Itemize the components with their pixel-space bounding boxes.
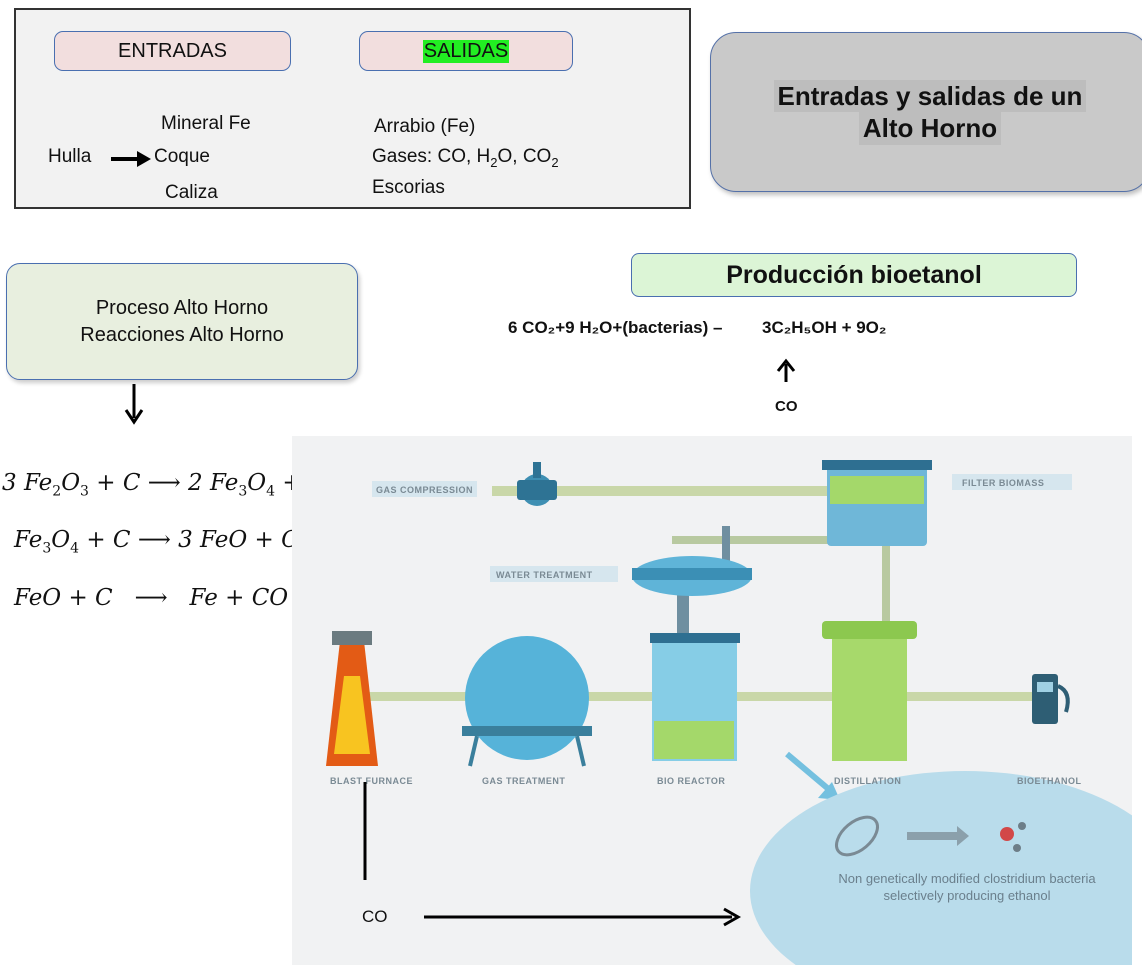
salidas-label: SALIDAS [422, 39, 510, 63]
process-line-2: Reacciones Alto Horno [80, 323, 284, 346]
bioetanol-title: Producción bioetanol [726, 260, 982, 289]
caption-distillation: DISTILLATION [834, 776, 902, 786]
inputs-outputs-panel: ENTRADAS SALIDAS Mineral Fe Hulla Coque … [14, 8, 691, 209]
bioethanol-process-illustration: BLAST FURNACE GAS TREATMENT BIO REACTOR … [292, 436, 1132, 965]
output-arrabio: Arrabio (Fe) [374, 116, 476, 137]
bioetanol-title-box: Producción bioetanol [631, 253, 1077, 297]
caption-filter-biomass: FILTER BIOMASS [962, 478, 1045, 488]
output-gases: Gases: CO, H2O, CO2 [372, 146, 559, 170]
right-arrow-icon [111, 151, 151, 167]
title-box: Entradas y salidas de un Alto Horno [710, 32, 1142, 192]
co-flow-line [363, 782, 367, 880]
input-hulla: Hulla [48, 146, 92, 167]
caption-bio-reactor: BIO REACTOR [657, 776, 726, 786]
bio-equation-left: 6 CO₂+9 H₂O+(bacterias) – [508, 318, 723, 337]
entradas-header: ENTRADAS [54, 31, 291, 71]
entradas-label: ENTRADAS [118, 39, 227, 62]
bacteria-icon [835, 815, 1026, 857]
co-label: CO [362, 907, 388, 926]
bacteria-description: Non genetically modified clostridium bac… [838, 871, 1096, 903]
caption-gas-compression: GAS COMPRESSION [376, 485, 474, 495]
output-escorias: Escorias [372, 177, 445, 198]
process-drawing [326, 460, 1072, 800]
caption-gas-treatment: GAS TREATMENT [482, 776, 566, 786]
input-caliza: Caliza [165, 182, 218, 203]
down-arrow-icon [124, 384, 144, 425]
caption-water-treatment: WATER TREATMENT [496, 570, 593, 580]
title-line-1: Entradas y salidas de un [773, 79, 1087, 112]
process-line-1: Proceso Alto Horno [95, 296, 269, 319]
reaction-3: FeO + C ⟶ Fe + CO [14, 585, 289, 611]
input-coque: Coque [154, 146, 210, 167]
caption-bioethanol: BIOETHANOL [1017, 776, 1082, 786]
title-line-2: Alto Horno [858, 112, 1002, 145]
bio-co-label: CO [775, 398, 798, 415]
up-arrow-icon [776, 358, 796, 382]
salidas-header: SALIDAS [359, 31, 573, 71]
co-flow-arrow-icon [424, 907, 742, 927]
bio-equation-right: 3C₂H₅OH + 9O₂ [762, 318, 887, 337]
input-mineral: Mineral Fe [161, 113, 251, 134]
process-box: Proceso Alto Horno Reacciones Alto Horno [6, 263, 358, 380]
reaction-2: Fe3O4 + C ⟶ 3 FeO + CO [14, 527, 318, 557]
caption-blast-furnace: BLAST FURNACE [330, 776, 413, 786]
